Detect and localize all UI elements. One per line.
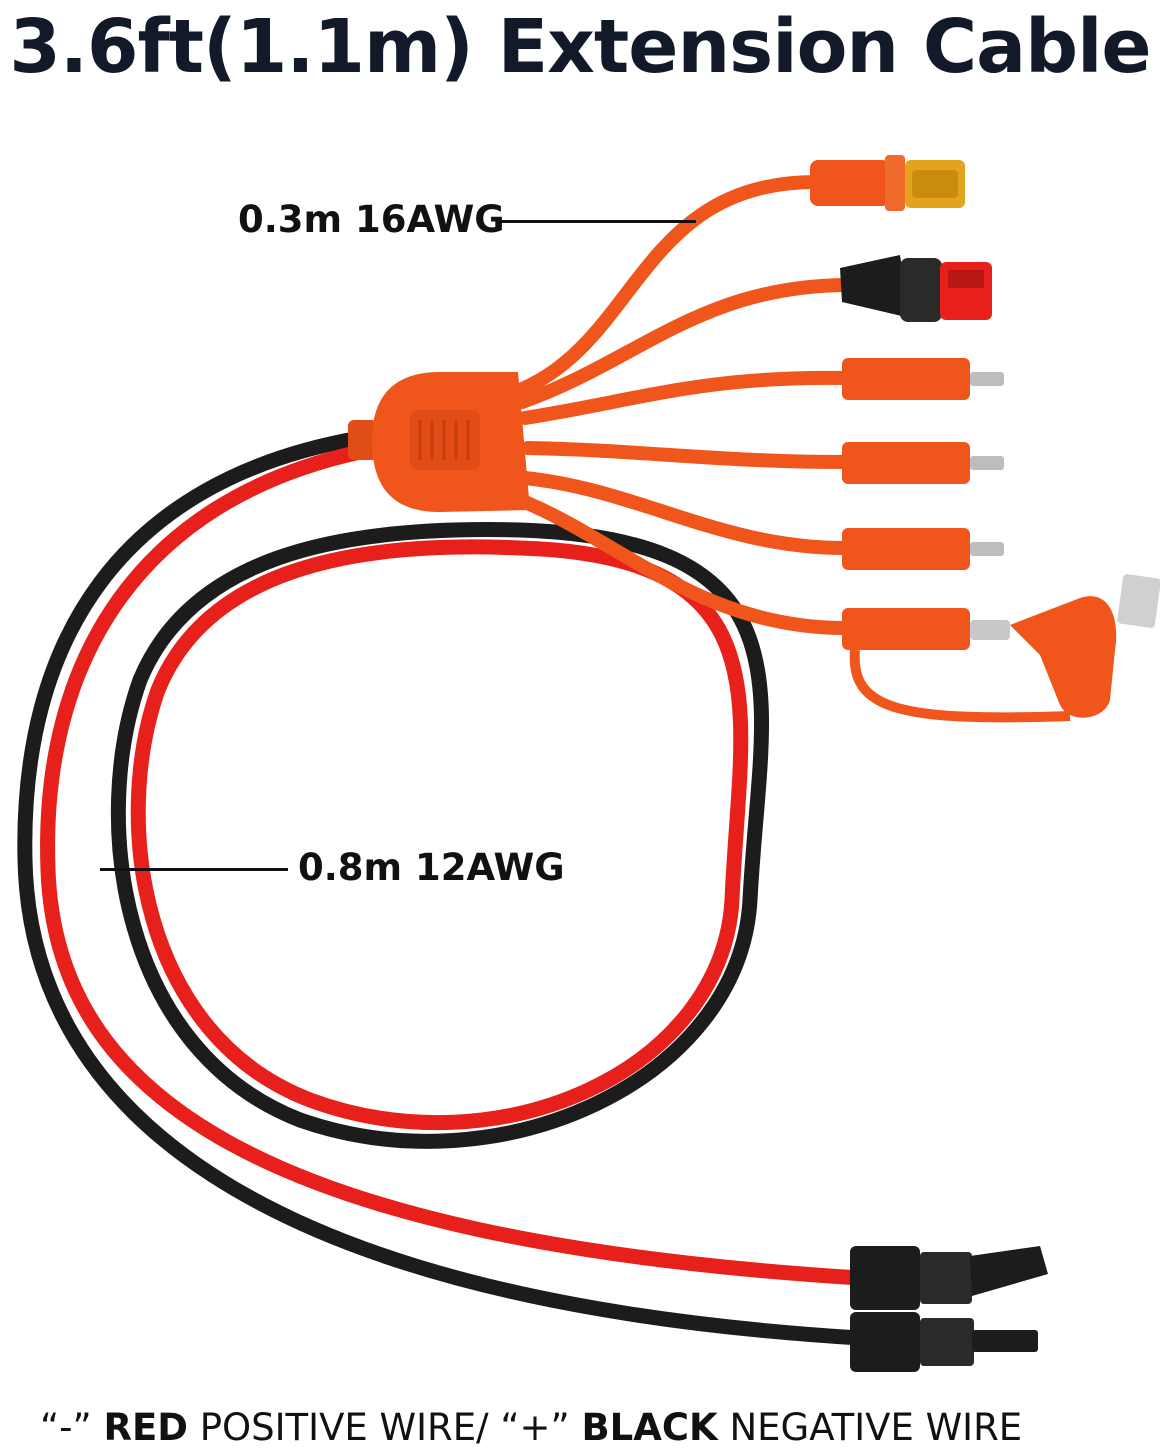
mc4-connector-red <box>850 1246 1048 1310</box>
branch-wire-sae <box>513 493 852 635</box>
branch-wire-dc-3 <box>518 471 852 555</box>
negative-symbol: “-” <box>40 1406 92 1449</box>
black-wire-outer <box>17 430 868 1346</box>
dc-plug-2 <box>842 442 1004 484</box>
upper-label-leader-line <box>498 220 696 223</box>
wire-polarity-note: “-” RED POSITIVE WIRE/ “+” BLACK NEGATIV… <box>40 1404 1120 1452</box>
red-wire-inner-loop <box>130 539 749 1130</box>
red-word: RED <box>103 1406 188 1449</box>
main-cable-loop <box>17 430 868 1346</box>
lower-label-leader-line <box>100 868 288 871</box>
positive-wire-text: POSITIVE WIRE/ <box>199 1406 489 1449</box>
xt60-connector <box>810 155 965 211</box>
black-word: BLACK <box>581 1406 718 1449</box>
negative-wire-text: NEGATIVE WIRE <box>729 1406 1023 1449</box>
anderson-connector <box>840 255 992 322</box>
positive-symbol: “+” <box>500 1406 570 1449</box>
splitter-hub <box>348 372 530 512</box>
red-wire-outer <box>40 444 868 1286</box>
branch-wire-dc-1 <box>518 370 852 425</box>
main-cable-spec-label: 0.8m 12AWG <box>298 846 565 889</box>
dc-plug-1 <box>842 358 1004 400</box>
branch-wire-anderson <box>515 278 857 409</box>
orange-branch-wires <box>513 174 857 635</box>
branch-wire-dc-2 <box>521 441 852 469</box>
sae-connector <box>842 574 1160 723</box>
branch-cable-spec-label: 0.3m 16AWG <box>238 198 505 241</box>
page-title: 3.6ft(1.1m) Extension Cable <box>9 4 1151 90</box>
dc-plug-3 <box>842 528 1004 570</box>
branch-wire-xt60 <box>513 174 827 397</box>
mc4-connector-black <box>850 1312 1038 1372</box>
black-wire-inner-loop <box>110 522 769 1149</box>
